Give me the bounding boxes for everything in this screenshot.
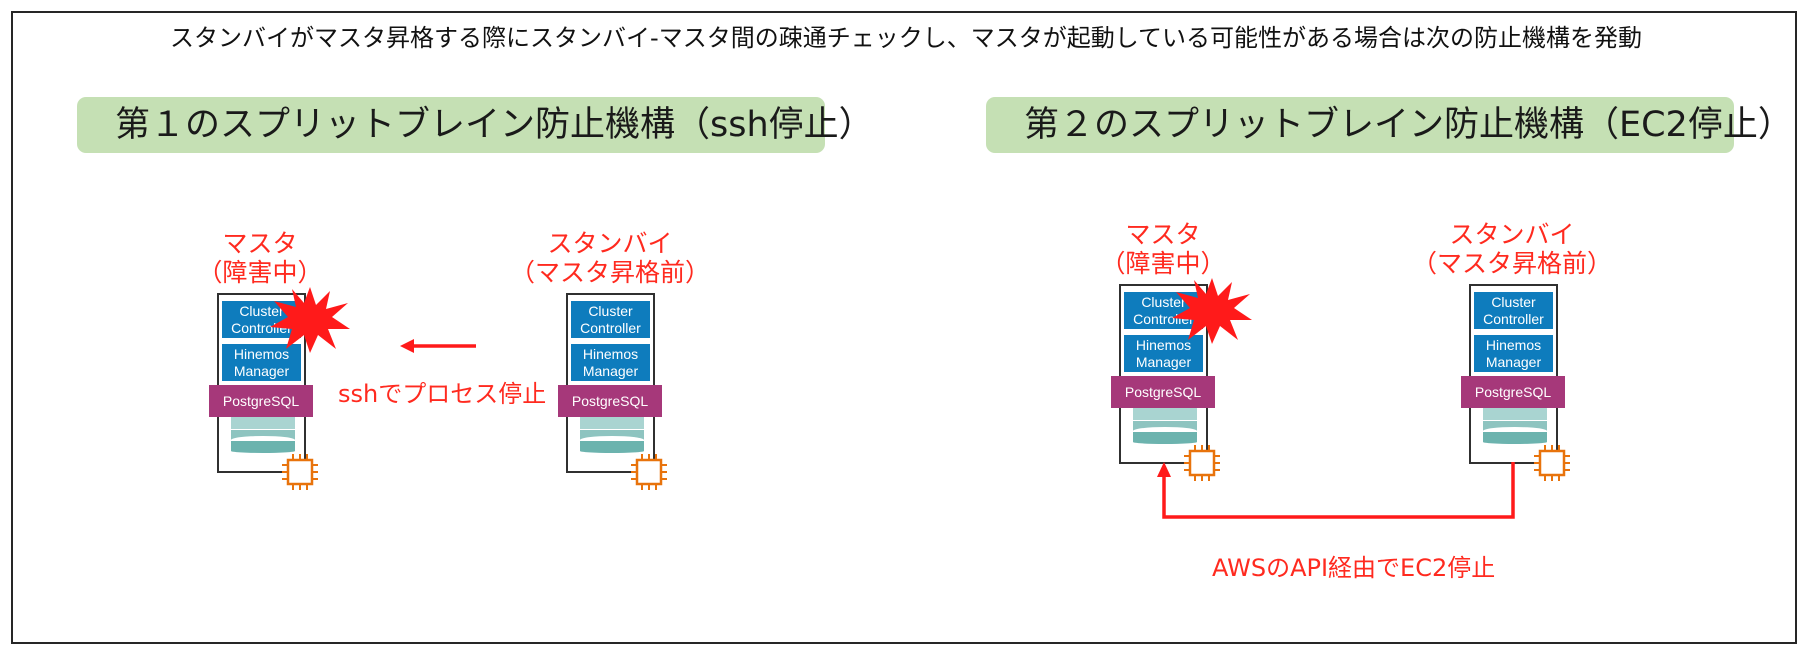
database-disk-icon xyxy=(1133,408,1197,444)
master-label-panel-1: マスタ （障害中） xyxy=(180,229,340,287)
standby-role-text: スタンバイ xyxy=(547,229,673,258)
standby-label-panel-2: スタンバイ （マスタ昇格前） xyxy=(1412,220,1612,278)
hinemos-manager-box: Hinemos Manager xyxy=(222,344,301,381)
diagram-frame xyxy=(11,11,1797,644)
server-standby-panel-2: Cluster Controller Hinemos Manager Postg… xyxy=(1461,284,1570,486)
server-standby-panel-1: Cluster Controller Hinemos Manager Postg… xyxy=(558,293,667,495)
hinemos-manager-box: Hinemos Manager xyxy=(1124,335,1203,372)
master-state-text: （障害中） xyxy=(1100,249,1226,278)
database-disk-icon xyxy=(231,417,295,453)
postgresql-box: PostgreSQL xyxy=(1111,376,1215,408)
postgresql-box: PostgreSQL xyxy=(1461,376,1565,408)
standby-label-panel-1: スタンバイ （マスタ昇格前） xyxy=(510,229,710,287)
ssh-arrow xyxy=(400,339,476,353)
failure-burst-icon xyxy=(270,287,350,353)
ec2-chip-icon xyxy=(282,454,318,490)
standby-state-text: （マスタ昇格前） xyxy=(1412,249,1613,278)
ec2-chip-icon xyxy=(1534,445,1570,481)
master-role-text: マスタ xyxy=(222,229,298,258)
server-master-panel-2: Cluster Controller Hinemos Manager Postg… xyxy=(1111,284,1220,486)
database-disk-icon xyxy=(580,417,644,453)
database-disk-icon xyxy=(1483,408,1547,444)
postgresql-box: PostgreSQL xyxy=(558,385,662,417)
ec2-chip-icon xyxy=(1184,445,1220,481)
standby-role-text: スタンバイ xyxy=(1449,220,1575,249)
diagram-title: スタンバイがマスタ昇格する際にスタンバイ-マスタ間の疎通チェックし、マスタが起動… xyxy=(170,24,1642,52)
cluster-controller-box: Cluster Controller xyxy=(571,301,650,338)
cluster-controller-box: Cluster Controller xyxy=(1474,292,1553,329)
ec2-chip-icon xyxy=(631,454,667,490)
master-label-panel-2: マスタ （障害中） xyxy=(1083,220,1243,278)
postgresql-box: PostgreSQL xyxy=(209,385,313,417)
hinemos-manager-box: Hinemos Manager xyxy=(1474,335,1553,372)
banner-panel-1: 第１のスプリットブレイン防止機構（ssh停止） xyxy=(77,97,874,153)
standby-state-text: （マスタ昇格前） xyxy=(510,258,711,287)
banner-panel-2: 第２のスプリットブレイン防止機構（EC2停止） xyxy=(986,97,1793,153)
ssh-stop-label: sshでプロセス停止 xyxy=(338,380,547,408)
ec2-stop-connector xyxy=(1157,462,1515,519)
master-role-text: マスタ xyxy=(1125,220,1201,249)
ec2-stop-label: AWSのAPI経由でEC2停止 xyxy=(1212,554,1496,582)
hinemos-manager-box: Hinemos Manager xyxy=(571,344,650,381)
failure-burst-icon xyxy=(1172,278,1252,344)
master-state-text: （障害中） xyxy=(197,258,323,287)
